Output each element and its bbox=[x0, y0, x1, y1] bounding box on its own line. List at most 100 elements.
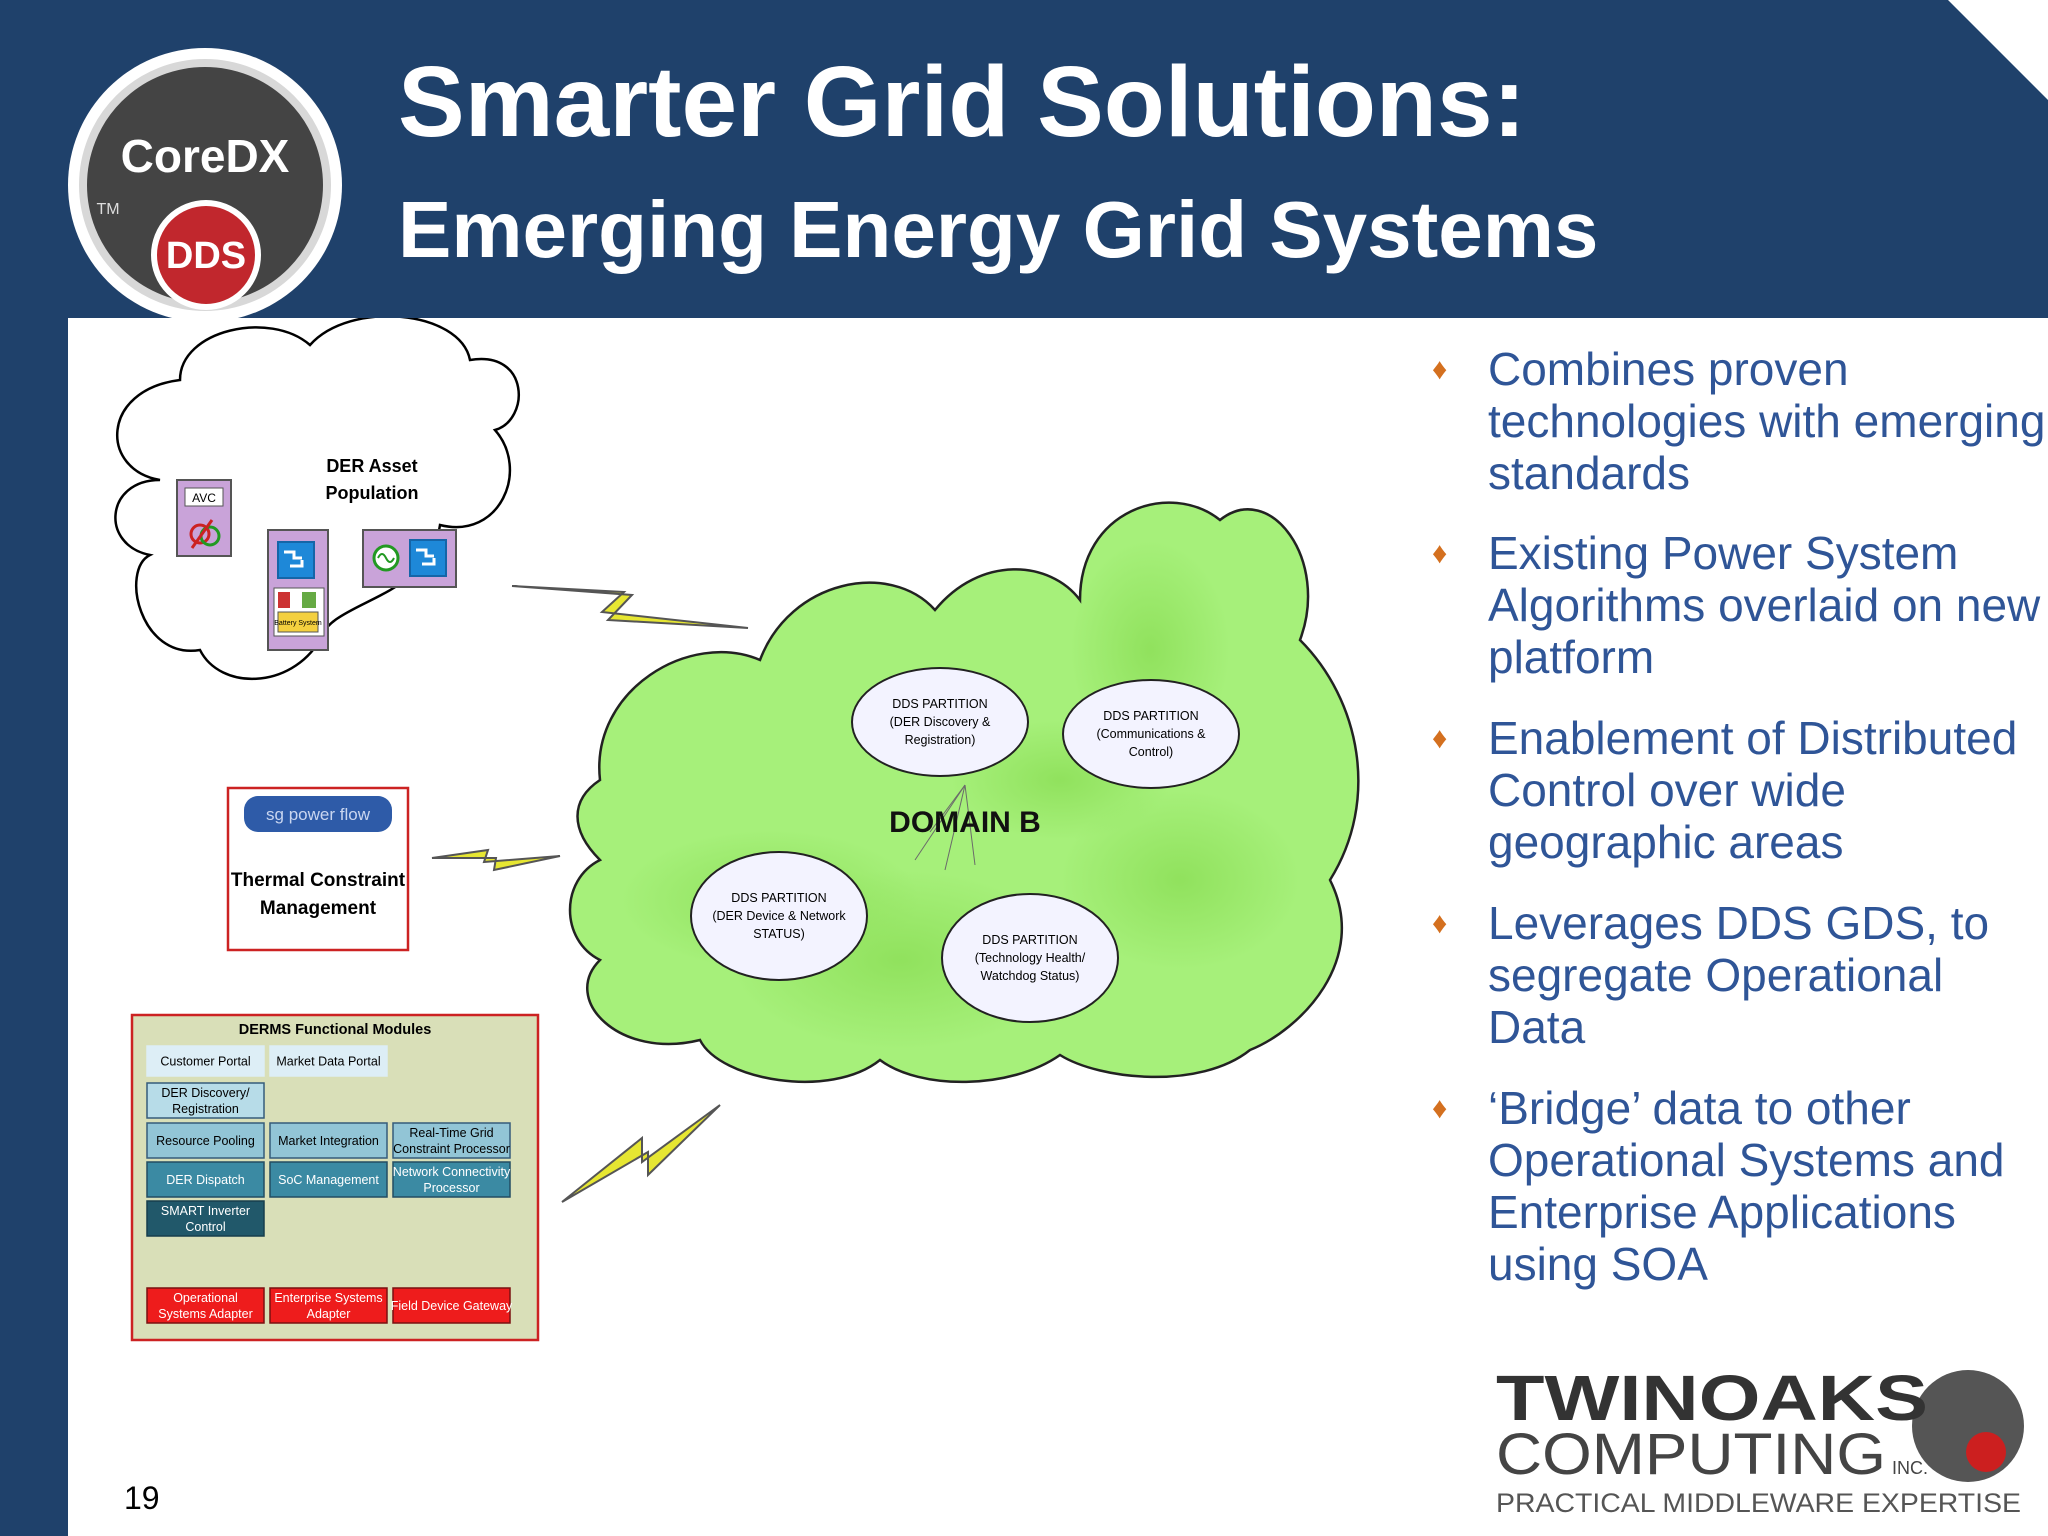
svg-text:(Communications &: (Communications & bbox=[1096, 727, 1206, 741]
derms-module-label: Network Connectivity bbox=[393, 1165, 511, 1179]
svg-text:Watchdog Status): Watchdog Status) bbox=[981, 969, 1080, 983]
derms-module-label: Control bbox=[185, 1220, 225, 1234]
coredx-logo: CoreDX TM DDS bbox=[68, 48, 342, 318]
svg-text:(DER Discovery &: (DER Discovery & bbox=[890, 715, 991, 729]
derms-module-label: Enterprise Systems bbox=[274, 1291, 382, 1305]
derms-module-der-dispatch: DER Dispatch bbox=[146, 1161, 265, 1198]
derms-module-soc-management: SoC Management bbox=[269, 1161, 388, 1198]
battery-device-icon: Battery System bbox=[267, 529, 329, 651]
avc-label: AVC bbox=[192, 491, 216, 505]
svg-text:DDS PARTITION: DDS PARTITION bbox=[982, 933, 1077, 947]
derms-module-label: Processor bbox=[423, 1181, 479, 1195]
derms-module-label: Operational bbox=[173, 1291, 238, 1305]
derms-module-label: Resource Pooling bbox=[156, 1134, 255, 1148]
diamond-bullet-icon: ♦ bbox=[1432, 1092, 1448, 1125]
der-asset-cloud: DER Asset Population AVC Battery System bbox=[114, 318, 520, 680]
bullet-item: ♦ ‘Bridge’ data to other Operational Sys… bbox=[1432, 1082, 2032, 1297]
twinoaks-logo: TWINOAKS COMPUTING INC. PRACTICAL MIDDLE… bbox=[1496, 1362, 2024, 1518]
battery-label: Battery System bbox=[274, 620, 322, 627]
derms-module-label: Field Device Gateway bbox=[391, 1299, 513, 1313]
derms-module-label: Customer Portal bbox=[160, 1055, 250, 1069]
coredx-tm-text: TM bbox=[96, 201, 119, 218]
twinoaks-logo-line1: TWINOAKS bbox=[1496, 1362, 1928, 1434]
lightning-bolt-icon bbox=[431, 848, 561, 872]
derms-module-market-data-portal: Market Data Portal bbox=[269, 1045, 388, 1077]
dds-badge-icon bbox=[151, 200, 261, 310]
derms-module-label: DER Discovery/ bbox=[161, 1086, 250, 1100]
bullet-item: ♦ Existing Power System Algorithms overl… bbox=[1432, 527, 2040, 687]
derms-module-label: Systems Adapter bbox=[158, 1307, 253, 1321]
svg-text:(DER Device & Network: (DER Device & Network bbox=[712, 909, 846, 923]
derms-module-market-integration: Market Integration bbox=[269, 1122, 388, 1159]
svg-text:DDS PARTITION: DDS PARTITION bbox=[731, 891, 826, 905]
derms-module-field-device-gateway: Field Device Gateway bbox=[391, 1287, 513, 1324]
architecture-diagram: DER Asset Population AVC Battery System bbox=[114, 318, 1360, 1342]
svg-text:Registration): Registration) bbox=[905, 733, 976, 747]
diamond-bullet-icon: ♦ bbox=[1432, 907, 1448, 940]
sg-power-flow-text: sg power flow bbox=[266, 805, 371, 824]
derms-module-label: SMART Inverter bbox=[161, 1204, 250, 1218]
derms-modules-panel: DERMS Functional Modules Customer Portal… bbox=[130, 1013, 540, 1342]
thermal-line-1: Thermal Constraint bbox=[231, 870, 406, 891]
coredx-logo-text: CoreDX bbox=[121, 130, 290, 182]
derms-module-label: DER Dispatch bbox=[166, 1173, 245, 1187]
dds-badge-text: DDS bbox=[166, 235, 246, 277]
header-background bbox=[0, 0, 2048, 318]
domain-b-label: DOMAIN B bbox=[889, 806, 1041, 839]
derms-module-label: SoC Management bbox=[278, 1173, 379, 1187]
derms-module-label: Adapter bbox=[307, 1307, 351, 1321]
sg-power-flow-logo bbox=[244, 796, 392, 832]
diamond-bullet-icon: ♦ bbox=[1432, 353, 1448, 386]
slide-subtitle: Emerging Energy Grid Systems bbox=[398, 185, 1599, 274]
lightning-bolt-icon bbox=[561, 1104, 721, 1203]
page-number: 19 bbox=[124, 1480, 160, 1516]
der-cloud-title-2: Population bbox=[326, 483, 419, 503]
bullet-item: ♦ Leverages DDS GDS, to segregate Operat… bbox=[1432, 897, 2032, 1057]
twinoaks-logo-tagline: PRACTICAL MIDDLEWARE EXPERTISE bbox=[1496, 1488, 2021, 1518]
svg-text:(Technology Health/: (Technology Health/ bbox=[975, 951, 1086, 965]
generator-device-icon bbox=[362, 529, 457, 588]
header-banner: CoreDX TM DDS bbox=[0, 0, 2048, 318]
derms-module-label: Real-Time Grid bbox=[409, 1126, 493, 1140]
twinoaks-logo-circle-icon bbox=[1912, 1370, 2024, 1482]
dds-partition-technology-health: DDS PARTITION (Technology Health/ Watchd… bbox=[941, 893, 1119, 1023]
derms-module-label: Constraint Processor bbox=[393, 1142, 510, 1156]
twinoaks-logo-line2: COMPUTING bbox=[1496, 1422, 1886, 1487]
bullet-text: Enablement of Distributed Control over w… bbox=[1488, 712, 2018, 868]
derms-module-label: Market Integration bbox=[278, 1134, 379, 1148]
lightning-bolt-icon bbox=[511, 585, 749, 629]
bullet-item: ♦ Enablement of Distributed Control over… bbox=[1432, 712, 2032, 872]
avc-device-icon: AVC bbox=[176, 479, 232, 557]
bullet-item: ♦ Combines proven technologies with emer… bbox=[1432, 343, 2045, 503]
derms-module-resource-pooling: Resource Pooling bbox=[146, 1122, 265, 1159]
svg-text:Control): Control) bbox=[1129, 745, 1173, 759]
derms-module-label: Market Data Portal bbox=[276, 1055, 380, 1069]
bullet-text: Combines proven technologies with emergi… bbox=[1488, 343, 2046, 499]
slide-title: Smarter Grid Solutions: bbox=[398, 46, 1526, 158]
bullet-text: Existing Power System Algorithms overlai… bbox=[1488, 527, 2041, 683]
bullet-text: ‘Bridge’ data to other Operational Syste… bbox=[1488, 1082, 2005, 1290]
svg-text:STATUS): STATUS) bbox=[753, 927, 805, 941]
derms-title: DERMS Functional Modules bbox=[239, 1022, 432, 1038]
derms-module-label: Registration bbox=[172, 1102, 239, 1116]
svg-text:DDS PARTITION: DDS PARTITION bbox=[1103, 709, 1198, 723]
der-cloud-outline bbox=[114, 318, 520, 680]
domain-b-cloud: DOMAIN B DDS PARTITION (DER Discovery & … bbox=[568, 501, 1360, 1084]
twinoaks-logo-inc: INC. bbox=[1892, 1458, 1928, 1478]
thermal-constraint-box: sg power flow Thermal Constraint Managem… bbox=[226, 786, 410, 952]
diamond-bullet-icon: ♦ bbox=[1432, 537, 1448, 570]
der-cloud-title-1: DER Asset bbox=[326, 456, 417, 476]
bullet-text: Leverages DDS GDS, to segregate Operatio… bbox=[1488, 897, 1990, 1053]
thermal-line-2: Management bbox=[260, 898, 377, 919]
derms-module-customer-portal: Customer Portal bbox=[146, 1045, 265, 1077]
derms-module-der-discovery-registration: DER Discovery/Registration bbox=[146, 1082, 265, 1119]
dds-partition-communications: DDS PARTITION (Communications & Control) bbox=[1062, 679, 1240, 789]
diamond-bullet-icon: ♦ bbox=[1432, 722, 1448, 755]
dds-partition-device-status: DDS PARTITION (DER Device & Network STAT… bbox=[690, 851, 868, 981]
svg-text:DDS PARTITION: DDS PARTITION bbox=[892, 697, 987, 711]
